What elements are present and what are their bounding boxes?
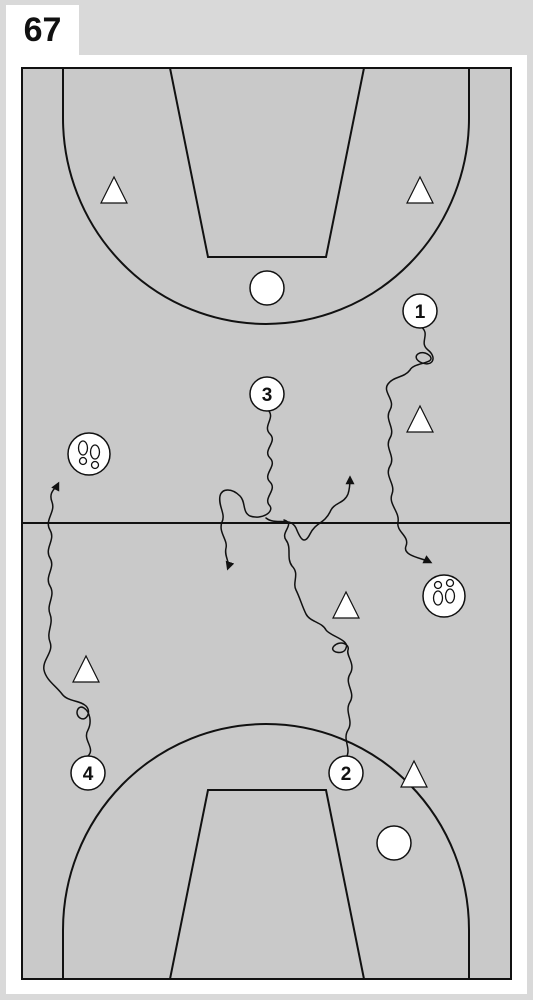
player-2-label: 2 <box>341 764 352 785</box>
cone-top-left <box>100 175 128 204</box>
player-1-label: 1 <box>415 302 426 323</box>
footprints-icon <box>422 574 466 618</box>
three-point-line-top <box>62 68 470 325</box>
key-bottom <box>169 789 365 980</box>
dribble-path-player-4 <box>43 481 92 757</box>
drill-number-badge: 67 <box>6 5 79 55</box>
cone-left-low <box>72 654 100 683</box>
three-point-line-bottom <box>62 723 470 979</box>
cone-top-right <box>406 175 434 204</box>
footprints-icon <box>67 432 111 476</box>
key-top <box>169 67 365 258</box>
ball-top <box>249 270 285 306</box>
dribble-path-player-3-branch <box>265 475 355 541</box>
dribble-path-player-2 <box>283 519 353 759</box>
dribble-path-player-1 <box>385 325 434 564</box>
ball-bottom <box>376 825 412 861</box>
dribble-path-player-3 <box>218 409 273 571</box>
player-4-label: 4 <box>83 764 94 785</box>
player-1: 1 <box>402 293 438 329</box>
drill-number: 67 <box>23 10 62 49</box>
cone-right-mid <box>406 404 434 433</box>
cone-center <box>332 590 360 619</box>
player-4: 4 <box>70 755 106 791</box>
player-3-label: 3 <box>262 385 273 406</box>
player-3: 3 <box>249 376 285 412</box>
player-2: 2 <box>328 755 364 791</box>
cone-bottom-right <box>400 759 428 788</box>
